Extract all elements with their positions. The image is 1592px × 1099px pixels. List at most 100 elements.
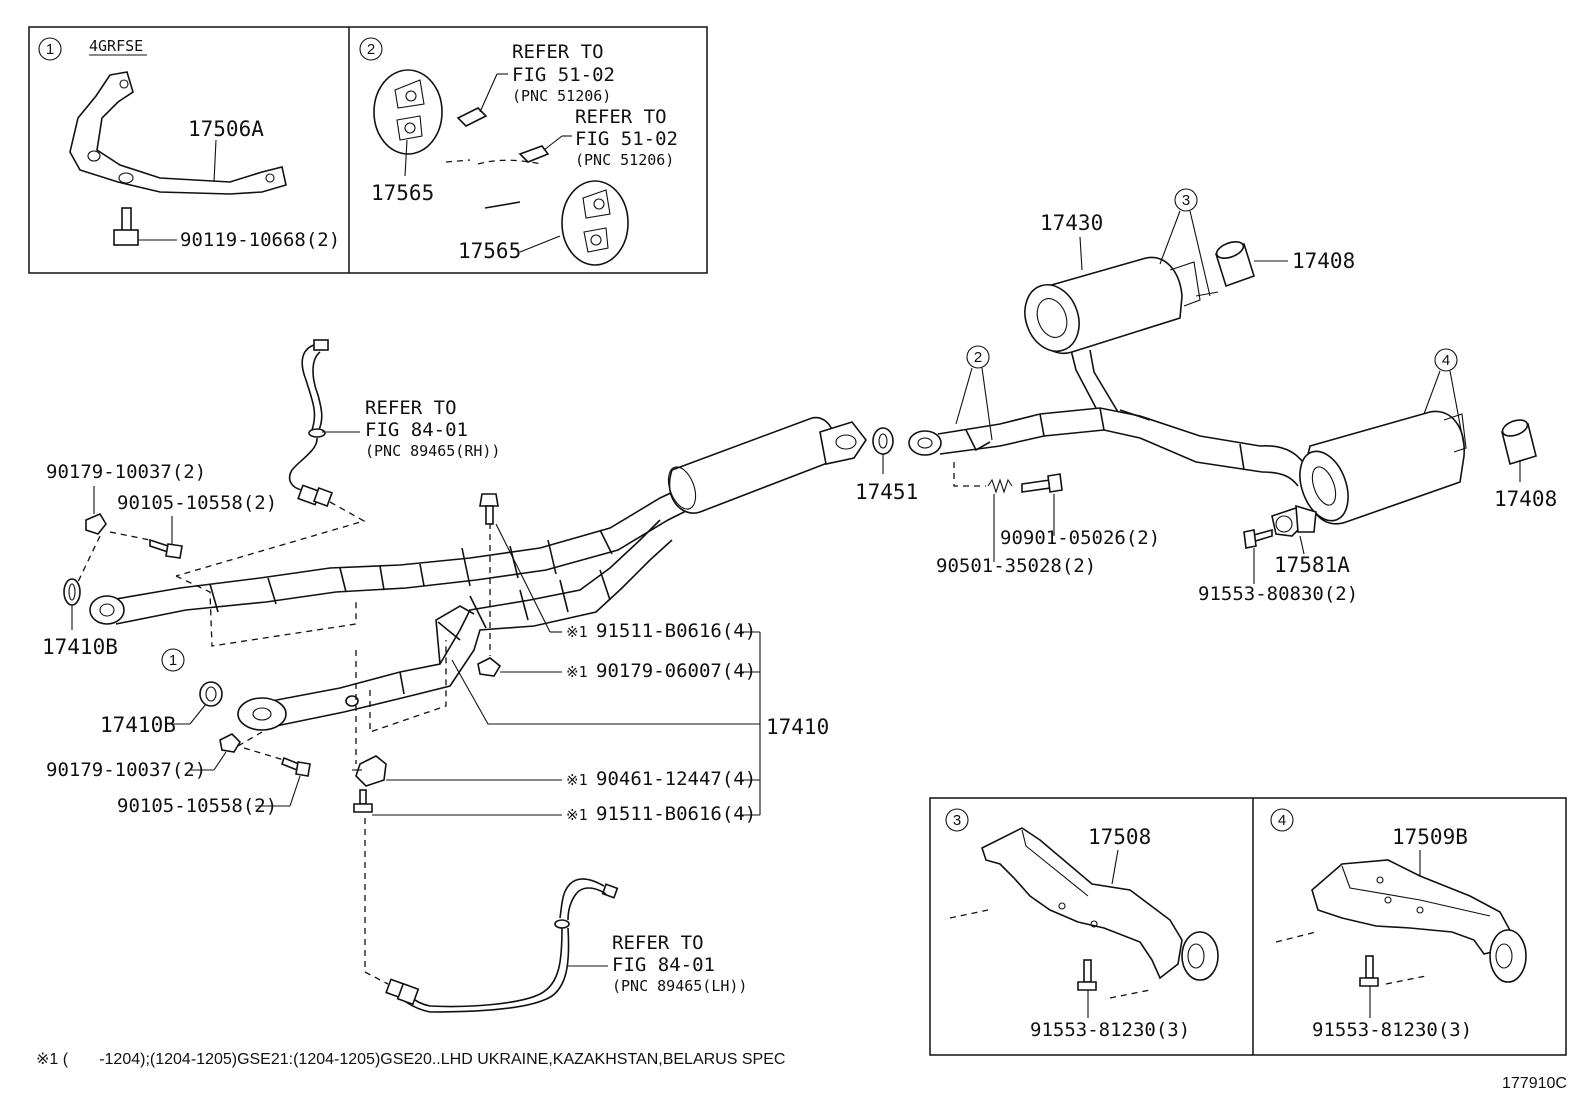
label-17509B: 17509B: [1392, 825, 1468, 849]
inset-frame-3-4: [929, 797, 1567, 1056]
leader-90105-bottom: [289, 775, 301, 807]
gasket-17410B-top-drawing: [63, 578, 81, 606]
label-17408-top: 17408: [1292, 249, 1355, 273]
bracket-17508-drawing: [949, 827, 1219, 999]
refer-b-line1: REFER TO: [575, 106, 667, 128]
inset2-number: 2: [367, 41, 375, 58]
leader-17508: [1111, 849, 1119, 885]
dash-90105-bottom: [243, 747, 285, 761]
callout-4-circle-icon: [1434, 348, 1458, 372]
leader-callout-3b: [1189, 210, 1211, 297]
inset3-number: 3: [953, 812, 961, 829]
leader-callout-4a: [1423, 370, 1441, 415]
bracket-17509B-drawing: [1275, 859, 1527, 985]
label-17410B-top: 17410B: [42, 635, 118, 659]
nut-90179-06007-drawing: [477, 657, 502, 677]
inset3-circle-icon: [945, 808, 969, 832]
label-90105-bottom: 90105-10558(2): [117, 795, 277, 817]
bolt-91553-80830-drawing: [1243, 528, 1273, 549]
leader-callout-2a: [955, 367, 973, 425]
label-17565-top: 17565: [371, 181, 434, 205]
refer-a-line3: (PNC 51206): [512, 87, 611, 105]
label-17508: 17508: [1088, 825, 1151, 849]
label-17410B-bottom: 17410B: [100, 713, 176, 737]
bolt-91553-81230-a-drawing: [1077, 959, 1097, 991]
valve-actuator-17581A-drawing: [1271, 504, 1317, 537]
leader-callout-4b: [1449, 370, 1465, 447]
label-90179-06007: 90179-06007(4): [596, 660, 756, 682]
refer-lh-line1: REFER TO: [612, 932, 704, 954]
footnote: ※1 ( -1204);(1204-1205)GSE21:(1204-1205)…: [36, 1051, 785, 1068]
label-17565-bottom: 17565: [458, 239, 521, 263]
leader-17430: [1079, 236, 1083, 271]
leader-17506A: [213, 139, 217, 183]
label-17408-right: 17408: [1494, 487, 1557, 511]
callout-3-circle-icon: [1174, 188, 1198, 212]
leader-17410B-bottom: [189, 703, 207, 725]
refer-lh-line3: (PNC 89465(LH)): [612, 977, 747, 995]
note-mark-3: ※1: [566, 771, 588, 789]
label-17506A: 17506A: [188, 117, 264, 141]
inset4-number: 4: [1278, 812, 1286, 829]
note-mark-4: ※1: [566, 806, 588, 824]
label-90119-10668: 90119-10668(2): [180, 229, 340, 251]
front-pipe-lower-drawing: [237, 519, 673, 731]
inset4-circle-icon: [1270, 808, 1294, 832]
label-90179-bottom: 90179-10037(2): [46, 759, 206, 781]
nut-90179-top-drawing: [85, 512, 107, 535]
muffler-17430-drawing: [1024, 256, 1219, 355]
dash-lower-flange: [369, 640, 447, 733]
leader-17581A: [1299, 535, 1305, 555]
label-90461: 90461-12447(4): [596, 768, 756, 790]
label-91553-81230-a: 91553-81230(3): [1030, 1019, 1190, 1041]
inset1-number: 1: [46, 41, 54, 58]
bolt-91511-top-drawing: [479, 493, 499, 525]
bolt-91511-bottom-drawing: [353, 789, 373, 813]
callout-1-circle-icon: [161, 648, 185, 672]
hanger-17565-top-drawing: [373, 69, 443, 155]
rear-pipe-drawing: [908, 345, 1307, 487]
bracket-leaders-17410: [372, 523, 761, 816]
dash-90179-bottom: [237, 731, 263, 747]
leader-refer-b: [543, 135, 563, 151]
callout-4-number: 4: [1442, 352, 1450, 369]
bolt-90901-drawing: [1021, 473, 1063, 493]
label-17451: 17451: [855, 480, 918, 504]
nut-90179-bottom-drawing: [219, 733, 242, 753]
spring-90501-drawing: [987, 478, 1013, 494]
inset1-circle-icon: [38, 37, 62, 61]
muffler-front-drawing: [667, 416, 867, 514]
refer-rh-line3: (PNC 89465(RH)): [365, 442, 500, 460]
inset1-variant: 4GRFSE: [89, 37, 143, 55]
leader-callout-2b: [981, 367, 993, 441]
callout-3-number: 3: [1182, 192, 1190, 209]
label-17430: 17430: [1040, 211, 1103, 235]
leader-17565-bottom: [519, 235, 561, 253]
bolt-90105-bottom-drawing: [281, 756, 311, 777]
refer-rh-line2: FIG 84-01: [365, 419, 468, 441]
hanger-17565-bottom-drawing: [561, 180, 629, 266]
label-17410: 17410: [766, 715, 829, 739]
dash-sensor-rh: [175, 501, 366, 577]
inset2-circle-icon: [359, 37, 383, 61]
inset-frame-1-2: [28, 26, 708, 274]
hanger-pins-drawing: [445, 107, 550, 209]
muffler-rear-right-drawing: [1299, 410, 1467, 525]
tail-tip-17408-right-drawing: [1501, 419, 1537, 466]
callout-1-number: 1: [169, 652, 177, 669]
refer-b-line3: (PNC 51206): [575, 151, 674, 169]
leader-callout-3a: [1159, 210, 1181, 265]
leader-17565-top: [404, 139, 408, 177]
label-91553-81230-b: 91553-81230(3): [1312, 1019, 1472, 1041]
refer-rh-line1: REFER TO: [365, 397, 457, 419]
label-90901-05026: 90901-05026(2): [1000, 527, 1160, 549]
label-91511-b: 91511-B0616(4): [596, 803, 756, 825]
refer-lh-line2: FIG 84-01: [612, 954, 715, 976]
dash-upper-flange: [175, 575, 357, 647]
label-90501-35028: 90501-35028(2): [936, 555, 1096, 577]
figure-id: 177910C: [1502, 1075, 1567, 1092]
oxygen-sensor-lh-drawing: [385, 878, 619, 1013]
callout-2-circle-icon: [966, 345, 990, 369]
bolt-90119-drawing: [113, 207, 139, 246]
